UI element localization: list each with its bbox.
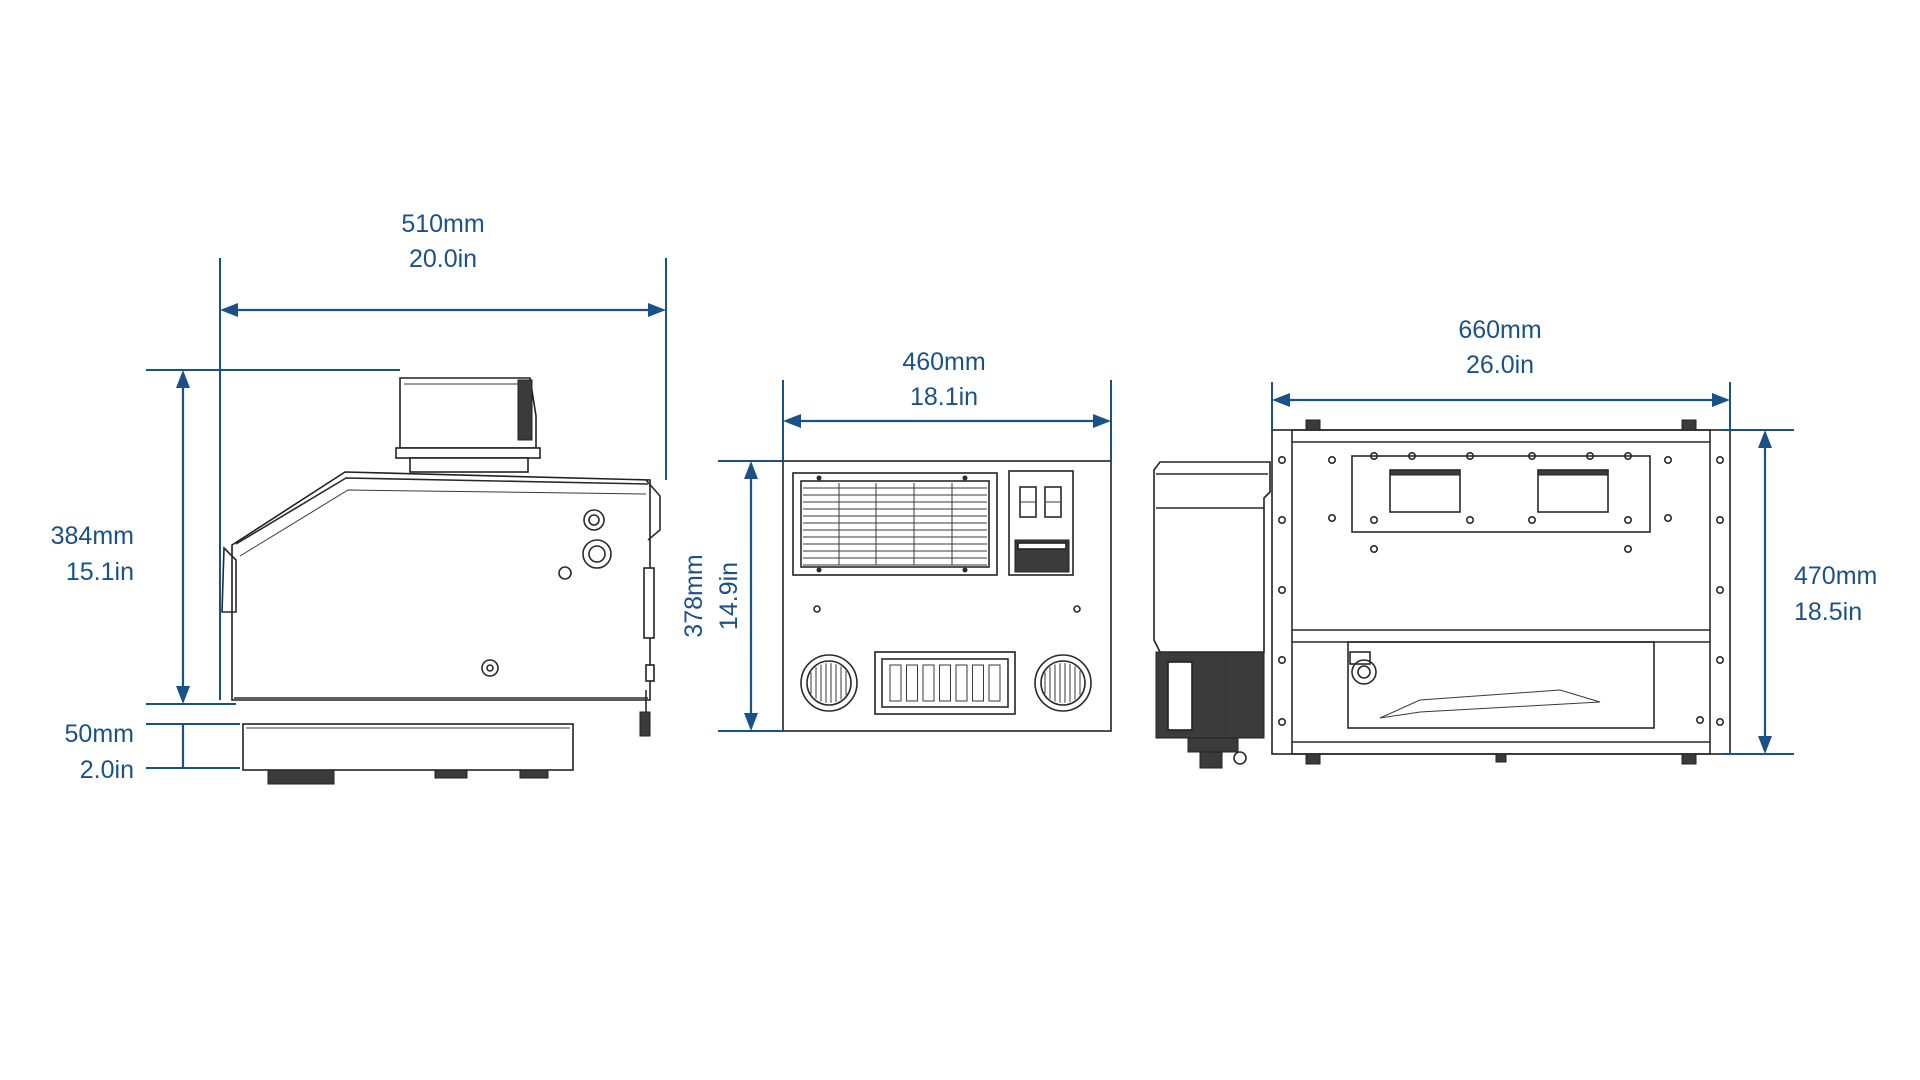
mounting-hole [1696,715,1705,724]
side-height-dimension: 384mm 15.1in [51,369,400,705]
top-width-mm: 660mm [1458,316,1541,344]
mounting-hole [1370,451,1379,460]
top-width-in: 26.0in [1466,351,1534,379]
front-height-in: 14.9in [715,562,743,630]
mounting-hole [1716,717,1725,726]
side-view [221,377,661,785]
mounting-hole [1716,585,1725,594]
top-view-side-module [1153,461,1271,769]
front-height-mm: 378mm [680,554,708,637]
mounting-hole [1664,513,1673,522]
mounting-hole [1278,585,1287,594]
front-width-dimension: 460mm 18.1in [782,348,1112,461]
mounting-hole [1370,544,1379,553]
roof-vent-cap [395,377,541,473]
right-air-vent [1034,654,1092,712]
side-height-mm: 384mm [51,522,134,550]
side-housing [221,471,661,737]
mounting-hole [1716,655,1725,664]
mounting-hole [1624,515,1633,524]
front-width-in: 18.1in [910,383,978,411]
mounting-hole [1466,515,1475,524]
louver-slot [955,664,968,702]
left-air-vent [800,654,858,712]
top-height-mm: 470mm [1794,562,1877,590]
front-width-mm: 460mm [902,348,985,376]
side-width-in: 20.0in [409,245,477,273]
mounting-hole [1664,455,1673,464]
louver-slot [906,664,918,702]
mounting-hole [1586,451,1595,460]
mounting-hole [1278,455,1287,464]
mounting-hole [1528,515,1537,524]
mounting-hole [1624,451,1633,460]
louver-slot [922,664,935,702]
top-view-frame [1271,419,1731,765]
mounting-hole [1278,655,1287,664]
center-louver [874,651,1016,715]
side-base-mm: 50mm [65,720,134,748]
side-base-in: 2.0in [80,756,134,784]
front-view [782,460,1112,732]
top-width-dimension: 660mm 26.0in [1271,316,1731,430]
side-height-in: 15.1in [66,558,134,586]
mounting-hole [1466,451,1475,460]
mounting-hole [1370,515,1379,524]
mounting-hole [1328,513,1337,522]
mounting-hole [1716,455,1725,464]
mounting-hole [1624,544,1633,553]
mounting-hole [1328,455,1337,464]
front-height-dimension: 378mm 14.9in [680,460,783,732]
mounting-hole [1716,515,1725,524]
top-height-in: 18.5in [1794,598,1862,626]
side-base-unit [242,723,574,785]
mounting-hole [1408,451,1417,460]
louver-slot [889,664,902,702]
mounting-hole [1278,717,1287,726]
return-air-grille [792,472,998,576]
control-panel [1008,470,1074,576]
side-base-dimension: 50mm 2.0in [65,720,240,784]
side-width-dimension: 510mm 20.0in [219,210,667,700]
mounting-hole [1528,451,1537,460]
side-width-mm: 510mm [401,210,484,238]
mounting-hole [1278,515,1287,524]
louver-slot [988,664,1001,702]
louver-slot [939,664,951,702]
top-height-dimension: 470mm 18.5in [1722,429,1877,755]
top-view [1153,419,1731,769]
louver-slot [972,664,984,702]
